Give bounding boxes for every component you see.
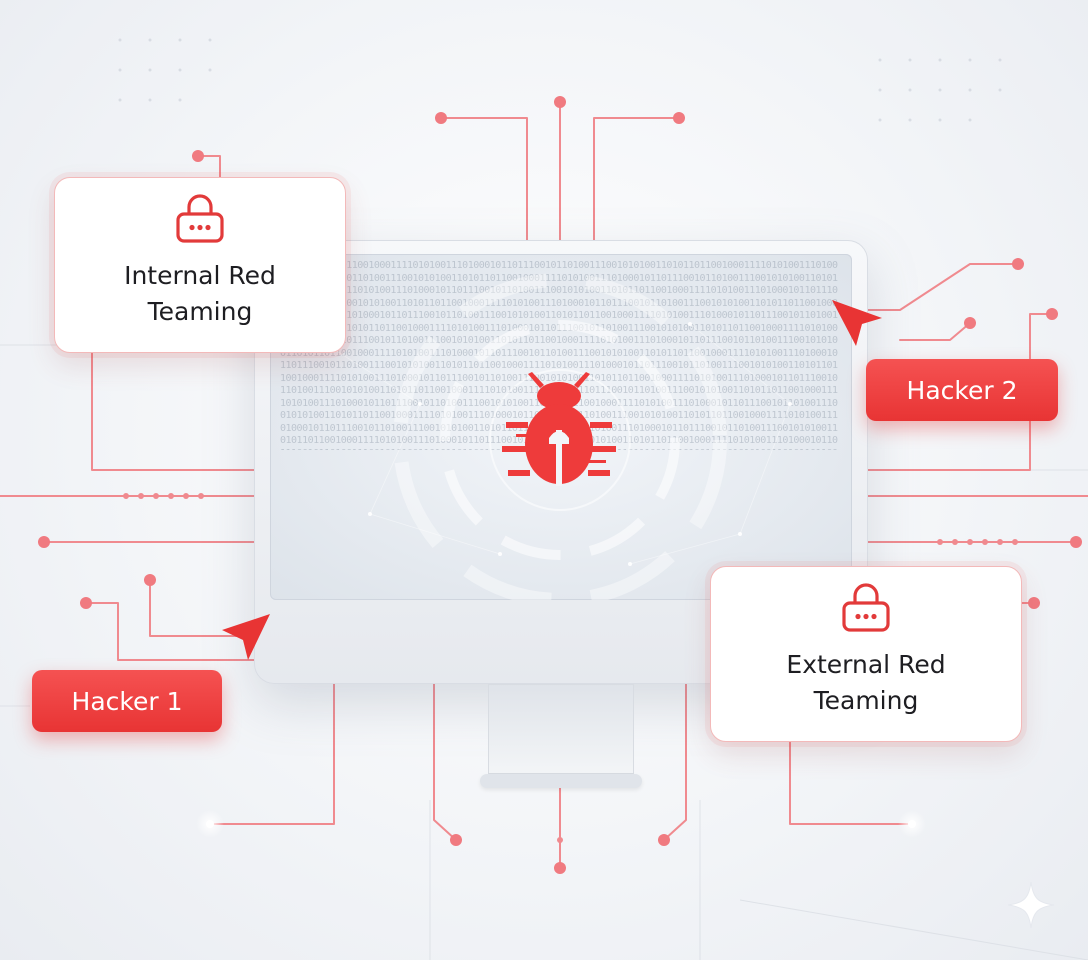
hacker-1-tag: Hacker 1 bbox=[32, 670, 222, 732]
monitor-screen: 0100110101101100100011110101001110100010… bbox=[270, 254, 852, 600]
lock-icon bbox=[842, 583, 890, 632]
cursor-arrow-icon bbox=[832, 300, 882, 346]
internal-red-teaming-card: Internal Red Teaming bbox=[54, 177, 346, 353]
internal-title-line1: Internal Red bbox=[124, 261, 276, 290]
lock-icon bbox=[176, 194, 224, 243]
monitor-base bbox=[480, 774, 642, 788]
external-red-teaming-card: External Red Teaming bbox=[710, 566, 1022, 742]
external-title-line1: External Red bbox=[786, 650, 946, 679]
monitor-stand bbox=[488, 684, 634, 774]
internal-red-teaming-title: Internal Red Teaming bbox=[124, 258, 276, 330]
sparkle-icon bbox=[1007, 881, 1055, 929]
radar-rings bbox=[308, 273, 792, 600]
external-title-line2: Teaming bbox=[813, 686, 919, 715]
monitor: 0100110101101100100011110101001110100010… bbox=[254, 240, 868, 684]
external-red-teaming-title: External Red Teaming bbox=[786, 647, 945, 719]
hacker-2-tag: Hacker 2 bbox=[866, 359, 1058, 421]
cursor-arrow-icon bbox=[222, 614, 270, 660]
internal-title-line2: Teaming bbox=[147, 297, 253, 326]
bug-icon bbox=[502, 372, 616, 486]
